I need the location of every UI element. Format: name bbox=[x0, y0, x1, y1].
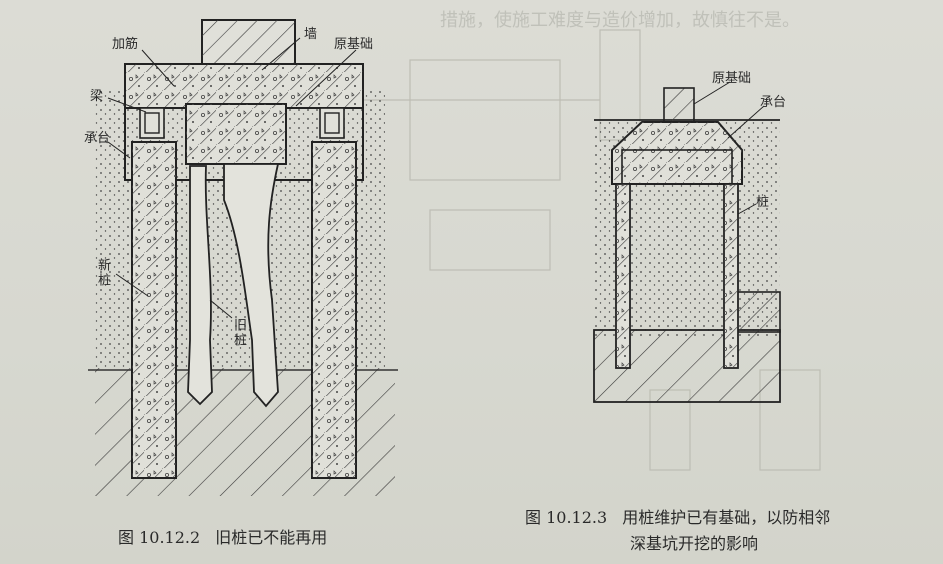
label-original-foundation: 原基础 bbox=[712, 71, 752, 86]
caption-text: 用桩维护已有基础，以防相邻 bbox=[622, 508, 831, 527]
label-pile-cap: 承台 bbox=[760, 95, 787, 110]
faint-background-drawing bbox=[360, 29, 821, 471]
original-foundation bbox=[621, 149, 733, 185]
old-pile-left bbox=[187, 165, 213, 406]
label-beam: 梁 bbox=[90, 89, 104, 104]
label-original-foundation: 原基础 bbox=[334, 37, 374, 52]
figure-caption: 图 10.12.3 用桩维护已有基础，以防相邻 bbox=[525, 504, 830, 528]
label-new-pile: 新桩 bbox=[95, 258, 110, 288]
bleed-through-text: 措施，使施工难度与造价增加，故慎往不是。 bbox=[440, 10, 800, 31]
label-reinforcement: 加筋 bbox=[112, 37, 139, 52]
caption-number: 图 10.12.2 bbox=[118, 528, 201, 547]
old-pile-right bbox=[223, 163, 280, 408]
label-old-pile: 旧桩 bbox=[231, 318, 246, 348]
label-wall: 墙 bbox=[304, 27, 318, 42]
figure-caption: 图 10.12.2 旧桩已不能再用 bbox=[118, 524, 327, 548]
caption-number: 图 10.12.3 bbox=[525, 508, 608, 527]
wall bbox=[663, 87, 695, 123]
label-pile: 桩 bbox=[756, 195, 770, 210]
figure-10-12-2 bbox=[88, 19, 398, 496]
excavation-edge bbox=[735, 291, 781, 333]
label-pile-cap: 承台 bbox=[84, 131, 111, 146]
figure-10-12-3 bbox=[593, 81, 781, 403]
figure-caption-line-2: 深基坑开挖的影响 bbox=[630, 534, 759, 553]
caption-text: 旧桩已不能再用 bbox=[215, 528, 328, 547]
